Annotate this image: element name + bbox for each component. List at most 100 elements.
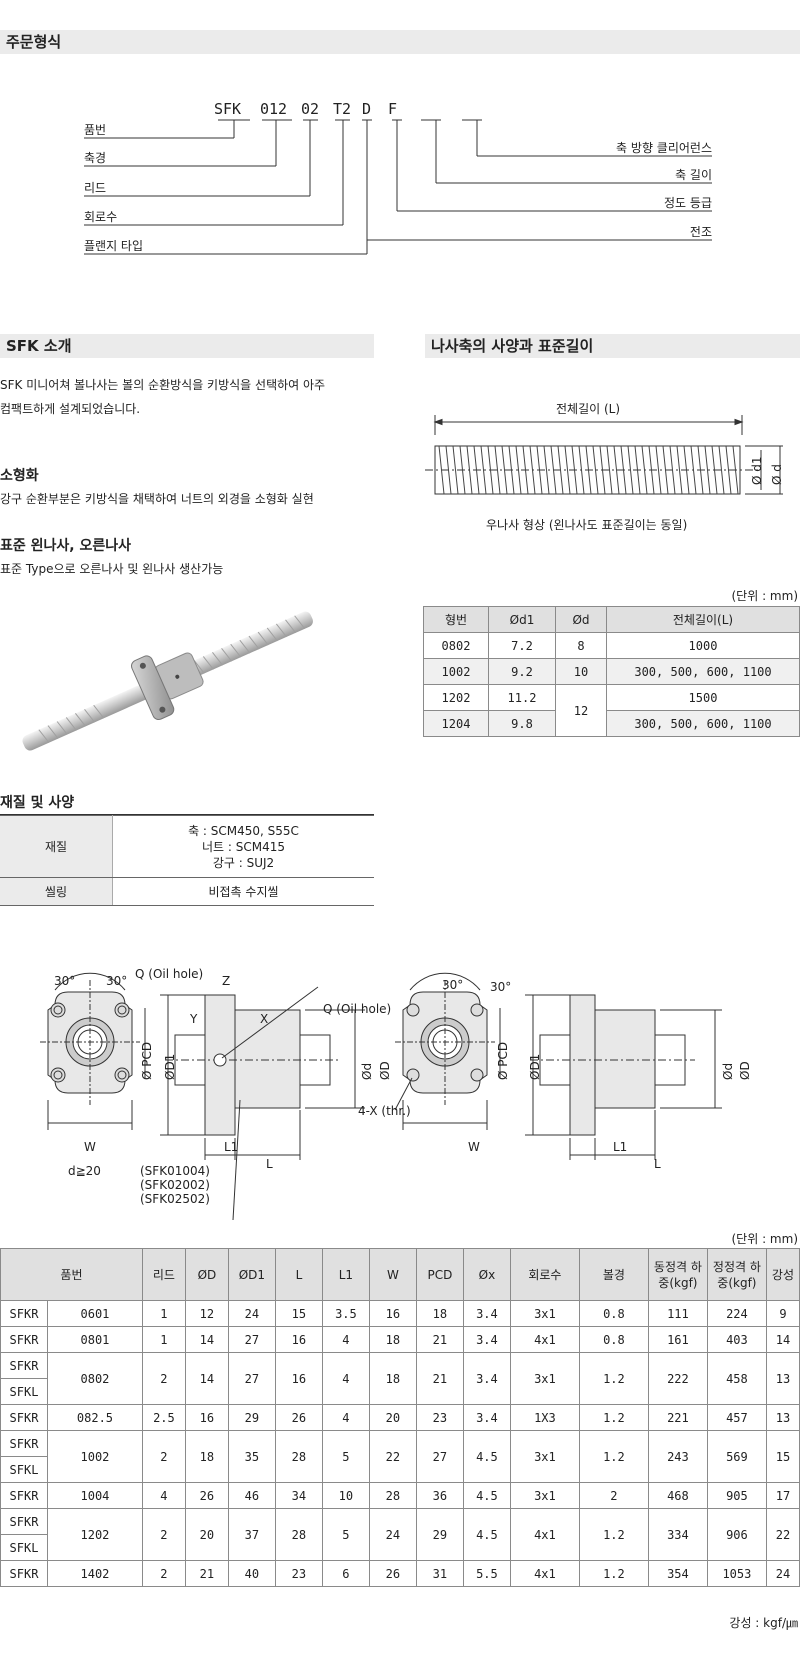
intro-heading: SFK 소개	[0, 334, 374, 358]
spec-value-cell: 457	[706, 1404, 767, 1431]
ball-screw-photo	[22, 611, 313, 751]
spec-value-cell: 26	[274, 1404, 323, 1431]
spec-value-cell: 12	[184, 1300, 229, 1327]
screw-d-label: Ø d	[770, 464, 784, 485]
spec-col-dynamic: 동정격 하중(kgf)	[647, 1248, 708, 1301]
spec-value-cell: 21	[184, 1560, 229, 1587]
spec-value-cell: 4.5	[462, 1430, 511, 1483]
screw-cell: 1500	[606, 684, 800, 711]
thread-line	[529, 445, 536, 495]
order-label-shaft-dia: 축경	[84, 151, 107, 165]
model-note-2: (SFK02002)	[140, 1178, 210, 1192]
spec-col-od: ØD	[184, 1248, 229, 1301]
thread-line	[508, 445, 515, 495]
spec-col-l: L	[274, 1248, 323, 1301]
screw-cell: 1002	[423, 658, 489, 685]
spec-type-cell: SFKL	[0, 1456, 48, 1483]
spec-value-cell: 1.2	[578, 1430, 649, 1483]
dim-l-1: L	[266, 1157, 273, 1171]
spec-value-cell: 354	[647, 1560, 708, 1587]
thread-line	[697, 445, 704, 495]
dim-l1-1: L1	[224, 1140, 239, 1154]
spec-value-cell: 2.5	[141, 1404, 186, 1431]
spec-value-cell: 5	[321, 1508, 370, 1561]
spec-value-cell: 222	[647, 1352, 708, 1405]
spec-value-cell: 20	[184, 1508, 229, 1561]
thread-line	[718, 445, 725, 495]
order-label-shaft-length: 축 길이	[675, 168, 712, 182]
spec-value-cell: 1	[141, 1326, 186, 1353]
spec-value-cell: 16	[274, 1326, 323, 1353]
spec-value-cell: 2	[141, 1508, 186, 1561]
thread-line	[592, 445, 599, 495]
thread-line	[438, 445, 445, 495]
sealing-label: 씰링	[0, 877, 113, 906]
thread-line	[620, 445, 627, 495]
material-line: 강구 : SUJ2	[212, 855, 275, 870]
material-value: 축 : SCM450, S55C 너트 : SCM415 강구 : SUJ2	[112, 815, 374, 878]
order-code-lead: 02	[301, 100, 320, 118]
screw-col-length: 전체길이(L)	[606, 606, 800, 633]
spec-part-no-cell: 0601	[47, 1300, 143, 1327]
spec-value-cell: 13	[765, 1404, 800, 1431]
order-label-circuits: 회로수	[84, 210, 118, 224]
spec-value-cell: 2	[578, 1482, 649, 1509]
spec-value-cell: 3x1	[509, 1482, 580, 1509]
spec-value-cell: 3.4	[462, 1300, 511, 1327]
thread-line	[564, 445, 571, 495]
spec-type-cell: SFKR	[0, 1352, 48, 1379]
spec-value-cell: 4	[321, 1404, 370, 1431]
dim-w-2: W	[468, 1140, 480, 1154]
spec-value-cell: 37	[227, 1508, 276, 1561]
intro-body-line-1: SFK 미니어쳐 볼나사는 볼의 순환방식을 키방식을 선택하여 아주	[0, 378, 326, 392]
spec-type-cell: SFKR	[0, 1482, 48, 1509]
thread-line	[557, 445, 564, 495]
material-label: 재질	[0, 815, 113, 878]
dim-d1-2: ØD1	[528, 1053, 542, 1080]
dim-oil-hole-2: Q (Oil hole)	[323, 1002, 392, 1016]
thread-line	[452, 445, 459, 495]
screw-cell: 300, 500, 600, 1100	[606, 710, 800, 737]
dim-l1-2: L1	[613, 1140, 628, 1154]
spec-value-cell: 20	[368, 1404, 417, 1431]
spec-value-cell: 13	[765, 1352, 800, 1405]
thread-line	[543, 445, 550, 495]
spec-value-cell: 14	[765, 1326, 800, 1353]
spec-col-circuits: 회로수	[509, 1248, 580, 1301]
thread-line	[501, 445, 508, 495]
spec-part-no-cell: 1202	[47, 1508, 143, 1561]
screw-col-model: 형번	[423, 606, 489, 633]
spec-value-cell: 1X3	[509, 1404, 580, 1431]
thread-line	[550, 445, 557, 495]
spec-col-static: 정정격 하중(kgf)	[706, 1248, 767, 1301]
spec-value-cell: 4x1	[509, 1508, 580, 1561]
dim-thread: 4-X (thr.)	[358, 1104, 411, 1118]
dim-pcd-2: Ø PCD	[496, 1041, 510, 1080]
thread-line	[571, 445, 578, 495]
dim-angle-4: 30°	[490, 980, 512, 994]
order-label-lead: 리드	[84, 181, 107, 195]
spec-value-cell: 243	[647, 1430, 708, 1483]
spec-row: SFKL	[0, 1534, 800, 1561]
spec-table: 품번 리드 ØD ØD1 L L1 W PCD Øx 회로수 볼경 동정격 하중…	[0, 1248, 800, 1587]
spec-value-cell: 0.8	[578, 1326, 649, 1353]
thread-line	[725, 445, 732, 495]
spec-value-cell: 0.8	[578, 1300, 649, 1327]
screw-cell: 1204	[423, 710, 489, 737]
spec-value-cell: 40	[227, 1560, 276, 1587]
spec-row: SFKL	[0, 1378, 800, 1405]
sealing-value: 비접촉 수지씰	[112, 877, 374, 906]
spec-type-cell: SFKR	[0, 1300, 48, 1327]
spec-value-cell: 16	[184, 1404, 229, 1431]
dim-d-big-2: ØD	[738, 1061, 752, 1080]
dim-l-2: L	[654, 1157, 661, 1171]
spec-value-cell: 18	[415, 1300, 464, 1327]
spec-value-cell: 1.2	[578, 1352, 649, 1405]
spec-unit: (단위 : mm)	[731, 1232, 799, 1246]
spec-col-pcd: PCD	[415, 1248, 464, 1301]
order-code-shaft: 012	[260, 100, 288, 118]
spec-value-cell: 46	[227, 1482, 276, 1509]
intro-sub1-body: 강구 순환부분은 키방식을 채택하여 너트의 외경을 소형화 실현	[0, 492, 314, 506]
